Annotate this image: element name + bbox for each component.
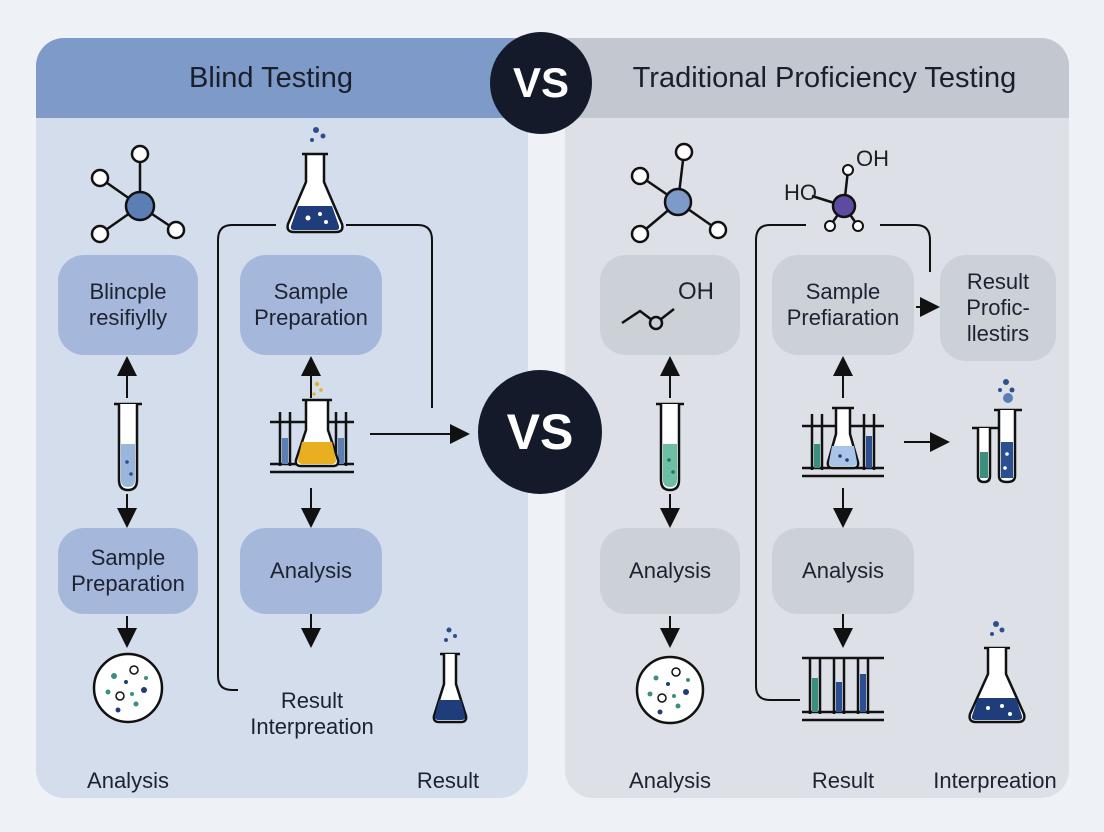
blind-testing-header: Blind Testing: [36, 38, 546, 118]
blind-result-label: Result: [416, 768, 480, 793]
test-tube-icon: [972, 379, 1022, 484]
test-tube-rack-icon: [270, 381, 354, 474]
test-tube-rack-icon: [802, 656, 884, 722]
blind-step-box-1: Blincple resifiylly: [58, 255, 198, 355]
molecule-icon: [630, 142, 728, 244]
molecule-icon: [90, 144, 186, 244]
oh-chain-icon: [621, 308, 675, 331]
flask-icon: [432, 627, 468, 724]
flask-icon: [286, 127, 344, 234]
traditional-result-label: Result: [811, 768, 875, 793]
traditional-analysis-box: Analysis: [600, 528, 740, 614]
vs-badge-top: VS: [490, 32, 592, 134]
oh-label-top: OH: [856, 146, 889, 171]
blind-analysis-label: Analysis: [87, 768, 169, 793]
vs-badge-middle: VS: [478, 370, 602, 494]
traditional-result-box: Result Profic- llestirs: [940, 255, 1056, 361]
traditional-testing-header: Traditional Proficiency Testing: [540, 38, 1069, 118]
petri-dish-icon: [635, 655, 705, 725]
traditional-oh-box: OH: [600, 255, 740, 355]
blind-result-interpretation-label: Result Interpreation: [250, 688, 374, 739]
oh-molecule-icon: OH HO: [782, 140, 902, 240]
flask-icon: [968, 621, 1026, 724]
traditional-interpretation-label: Interpreation: [933, 768, 1057, 793]
petri-dish-icon: [92, 652, 164, 724]
blind-sample-preparation-box-2: Sample Preparation: [58, 528, 198, 614]
traditional-testing-title: Traditional Proficiency Testing: [632, 61, 1017, 94]
ho-label-left: HO: [784, 180, 817, 205]
blind-testing-title: Blind Testing: [189, 61, 353, 94]
test-tube-rack-icon: [802, 406, 884, 478]
test-tube-icon: [656, 402, 684, 492]
test-tube-icon: [114, 402, 142, 492]
blind-analysis-box: Analysis: [240, 528, 382, 614]
traditional-analysis-box-2: Analysis: [772, 528, 914, 614]
traditional-analysis-label: Analysis: [629, 768, 711, 793]
blind-sample-preparation-box: Sample Preparation: [240, 255, 382, 355]
traditional-sample-preparation-box: Sample Prefiaration: [772, 255, 914, 355]
